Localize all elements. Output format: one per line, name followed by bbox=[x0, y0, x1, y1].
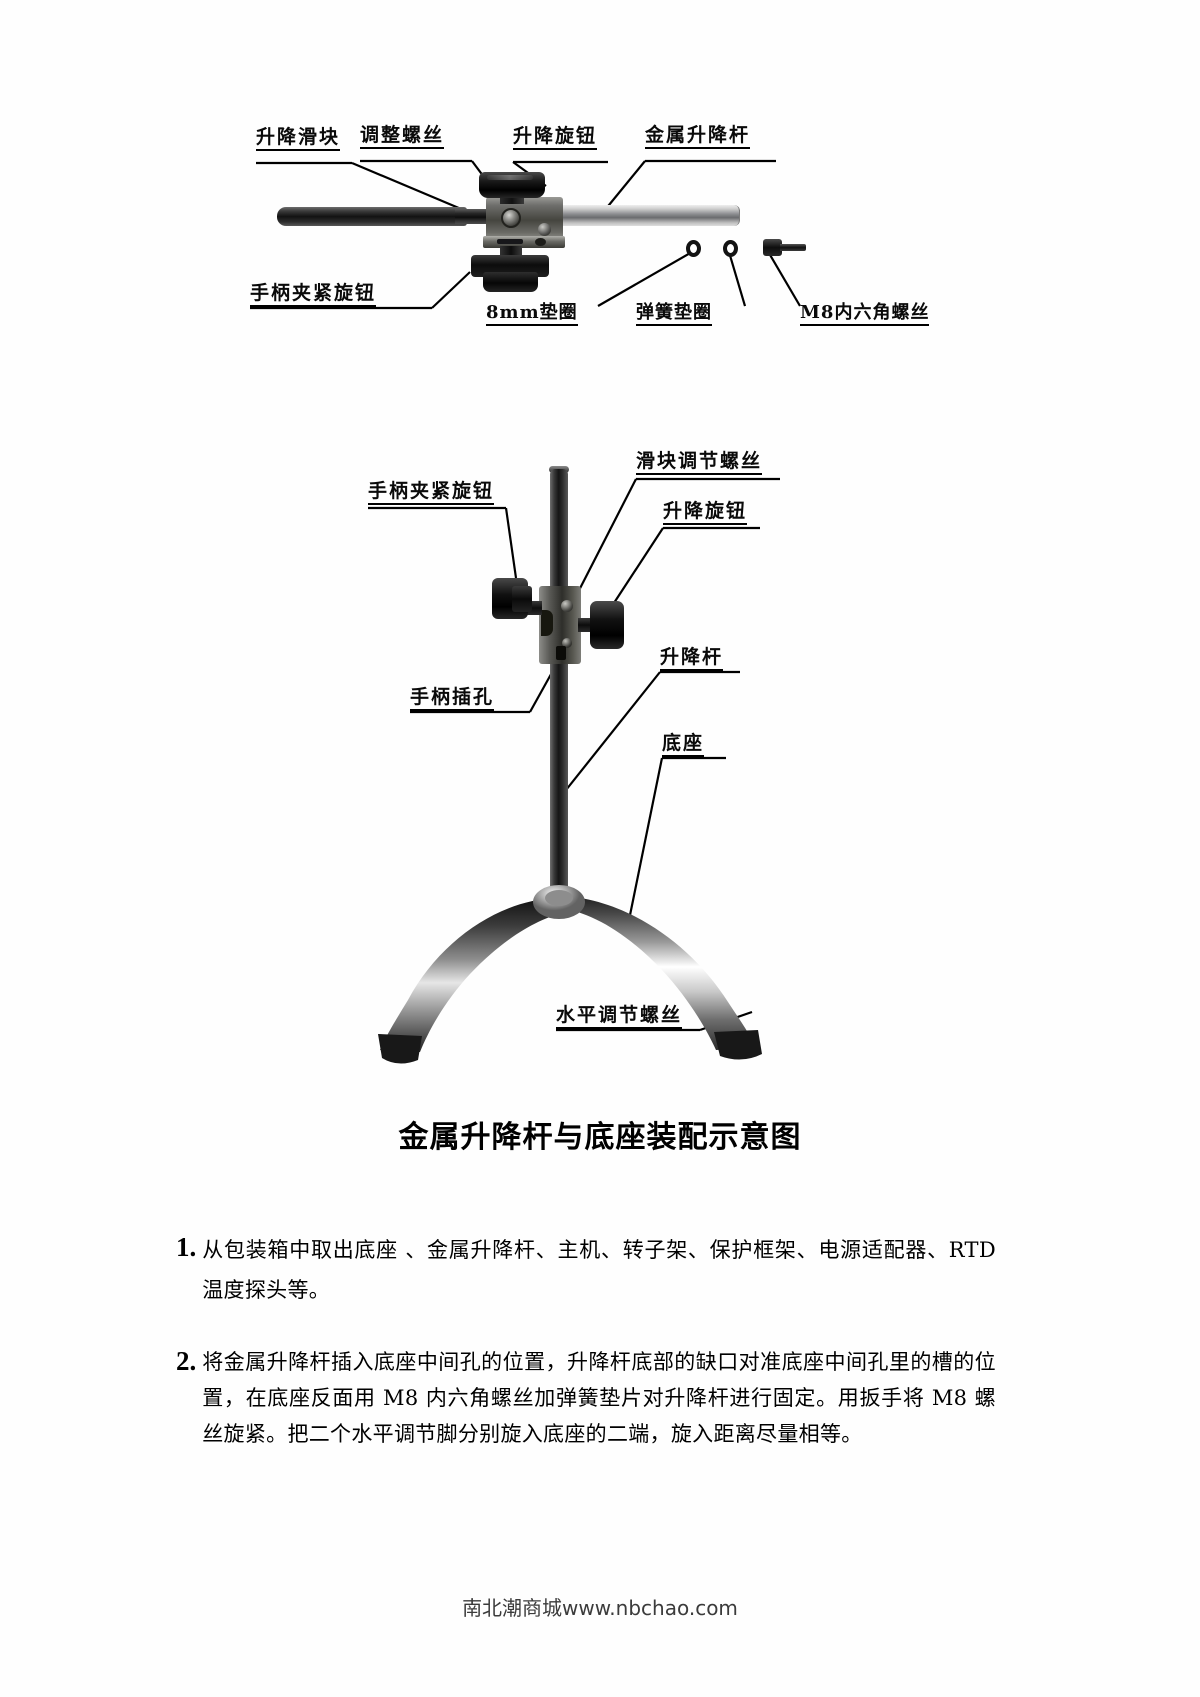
label-handle-clamp-knob: 手柄夹紧旋钮 bbox=[250, 284, 377, 307]
label-lift-slider: 升降滑块 bbox=[256, 128, 341, 151]
step-item: 1. 从包装箱中取出底座 、金属升降杆、主机、转子架、保护框架、电源适配器、RT… bbox=[176, 1230, 996, 1310]
base-hub-inner bbox=[545, 890, 573, 906]
base-arm-right bbox=[560, 896, 756, 1050]
label-metal-lift-rod: 金属升降杆 bbox=[645, 126, 751, 149]
slider-adjust-screw-hole bbox=[561, 600, 573, 612]
clamp-notch bbox=[541, 610, 553, 636]
black-rod-left bbox=[277, 207, 467, 226]
m8-hex-screw-shaft bbox=[780, 244, 806, 251]
washer-8mm bbox=[686, 240, 701, 257]
slider-lower-hole bbox=[562, 638, 572, 648]
handle-clamp-knob-collar bbox=[512, 586, 532, 612]
label-handle-socket: 手柄插孔 bbox=[410, 688, 495, 711]
label-slider-adjust-screw: 滑块调节螺丝 bbox=[636, 452, 763, 475]
level-adjust-foot-right bbox=[714, 1030, 762, 1060]
adjust-screw-hole bbox=[501, 208, 521, 228]
label-m8-hex-screw: M8内六角螺丝 bbox=[800, 304, 930, 326]
label-handle-clamp-knob-2: 手柄夹紧旋钮 bbox=[368, 482, 495, 505]
label-lift-knob: 升降旋钮 bbox=[513, 127, 598, 150]
clamp-slot bbox=[497, 239, 523, 244]
clamp-lower-lip bbox=[483, 236, 565, 248]
level-adjust-foot-left bbox=[378, 1034, 422, 1064]
lift-knob bbox=[479, 172, 545, 198]
label-lift-rod: 升降杆 bbox=[660, 648, 724, 671]
label-washer-8mm: 8mm垫圈 bbox=[486, 304, 578, 326]
label-lift-knob-2: 升降旋钮 bbox=[663, 502, 748, 525]
m8-hex-screw-head bbox=[763, 239, 782, 256]
step-number: 1. bbox=[176, 1232, 197, 1262]
assembly-steps-list: 1. 从包装箱中取出底座 、金属升降杆、主机、转子架、保护框架、电源适配器、RT… bbox=[176, 1230, 996, 1486]
figure-caption-title: 金属升降杆与底座装配示意图 bbox=[398, 1120, 802, 1155]
step-item: 2. 将金属升降杆插入底座中间孔的位置，升降杆底部的缺口对准底座中间孔里的槽的位… bbox=[176, 1344, 996, 1452]
figure-stand-assembly: 手柄夹紧旋钮 滑块调节螺丝 升降旋钮 手柄插孔 升降杆 底座 水平调节螺丝 bbox=[368, 452, 780, 1064]
lift-rod-post bbox=[550, 469, 568, 907]
figure2-leader-lines bbox=[368, 477, 780, 1032]
lift-knob-2 bbox=[590, 601, 624, 649]
footer-watermark: 南北潮商城www.nbchao.com bbox=[462, 1596, 738, 1620]
step-number: 2. bbox=[176, 1346, 197, 1376]
figure-rod-assembly-exploded: 升降滑块 调整螺丝 升降旋钮 金属升降杆 手柄夹紧旋钮 8mm垫圈 弹簧垫圈 M… bbox=[0, 0, 1200, 360]
label-base: 底座 bbox=[662, 734, 705, 757]
base-graphic bbox=[378, 885, 762, 1064]
base-arm-left bbox=[380, 898, 566, 1052]
lift-slider-clamp-block bbox=[486, 197, 563, 239]
handle-socket-hole bbox=[556, 646, 566, 660]
handle-clamp-knob-upper bbox=[471, 255, 549, 277]
step-text: 将金属升降杆插入底座中间孔的位置，升降杆底部的缺口对准底座中间孔里的槽的位置，在… bbox=[202, 1350, 996, 1446]
handle-clamp-knob-lower bbox=[483, 272, 538, 292]
spring-washer bbox=[723, 240, 738, 257]
figure1-leader-lines bbox=[250, 159, 801, 310]
metal-lift-rod-silver bbox=[540, 205, 740, 226]
label-level-adjust-screw: 水平调节螺丝 bbox=[556, 1006, 683, 1029]
lift-knob-highlight bbox=[487, 175, 533, 180]
label-spring-washer: 弹簧垫圈 bbox=[636, 304, 712, 326]
label-adjust-screw: 调整螺丝 bbox=[360, 126, 445, 149]
secondary-hole bbox=[538, 223, 551, 236]
step-text: 从包装箱中取出底座 、金属升降杆、主机、转子架、保护框架、电源适配器、RTD 温… bbox=[202, 1238, 996, 1302]
clamp-slot-round bbox=[535, 238, 546, 246]
